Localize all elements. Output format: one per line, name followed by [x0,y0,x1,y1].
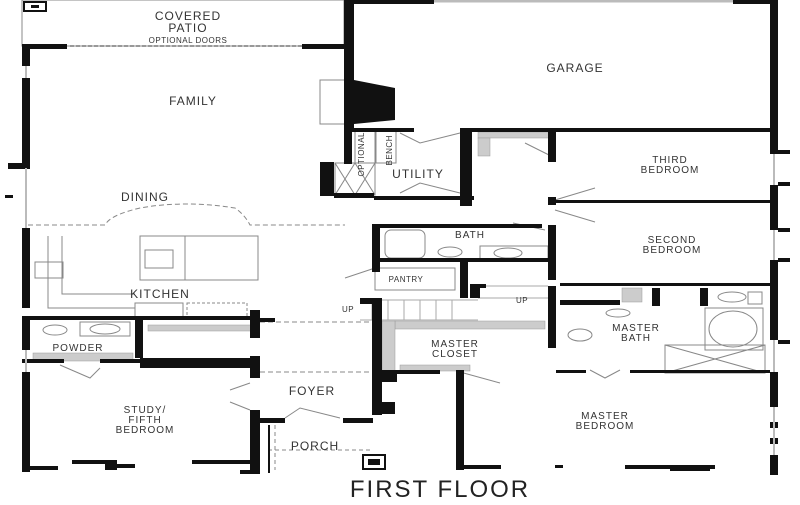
room-label-garage: GARAGE [546,61,604,75]
floor-title: FIRST FLOOR [349,476,531,503]
room-label-bath: BATH [455,230,485,241]
stairs-up-right-label: UP [515,296,529,305]
room-label-master-closet: MASTER CLOSET [431,339,479,360]
optional-label: OPTIONAL [357,132,366,177]
room-label-family: FAMILY [169,94,217,108]
room-label-utility: UTILITY [392,167,444,181]
room-label-study: STUDY/ FIFTH BEDROOM [115,405,175,436]
optional-doors-label: OPTIONAL DOORS [148,36,228,45]
room-label-second-bedroom: SECOND BEDROOM [642,235,702,256]
room-label-pantry: PANTRY [388,275,424,284]
stairs-up-left-label: UP [341,305,355,314]
room-label-kitchen: KITCHEN [130,287,190,301]
room-label-porch: PORCH [290,439,340,453]
room-label-master-bath: MASTER BATH [612,323,660,344]
room-label-master-bedroom: MASTER BEDROOM [575,411,635,432]
room-label-third-bedroom: THIRD BEDROOM [640,155,700,176]
room-label-dining: DINING [121,190,169,204]
room-label-foyer: FOYER [288,384,336,398]
bench-label: BENCH [385,135,394,166]
room-label-covered-patio: COVERED PATIO [154,9,222,35]
room-label-powder: POWDER [52,343,104,354]
